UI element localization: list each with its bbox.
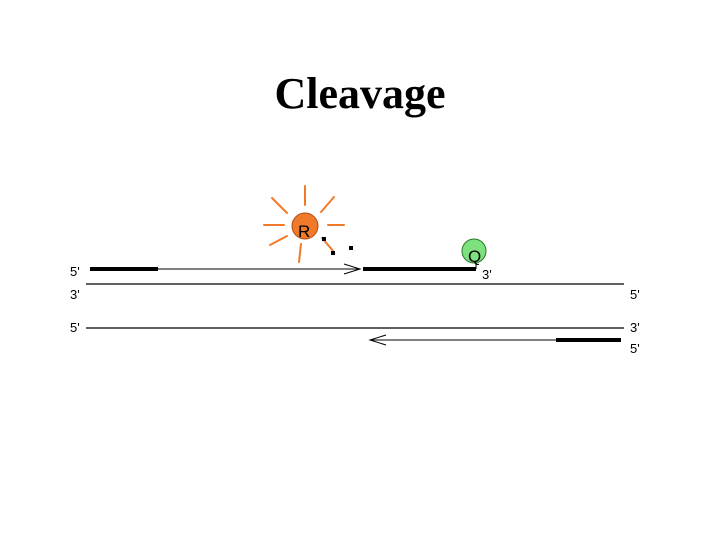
reporter-label: R xyxy=(298,222,310,241)
reporter-rays xyxy=(263,185,345,263)
bottom-right-5prime-label: 5' xyxy=(630,341,640,356)
top-right-5prime-label: 5' xyxy=(630,287,640,302)
reverse-extension-arrowhead xyxy=(368,334,387,346)
quencher-label: Q xyxy=(468,247,481,266)
forward-extension-arrowhead xyxy=(343,263,362,275)
cleaved-nucleotides xyxy=(322,237,353,255)
slide-title: Cleavage xyxy=(274,69,446,118)
reporter-circle xyxy=(291,212,319,240)
quencher-circle xyxy=(461,238,487,264)
top-left-5prime-label: 5' xyxy=(70,264,80,279)
probe-3prime-label: 3' xyxy=(482,267,492,282)
top-left-3prime-label: 3' xyxy=(70,287,80,302)
bottom-left-5prime-label: 5' xyxy=(70,320,80,335)
bottom-right-3prime-label: 3' xyxy=(630,320,640,335)
